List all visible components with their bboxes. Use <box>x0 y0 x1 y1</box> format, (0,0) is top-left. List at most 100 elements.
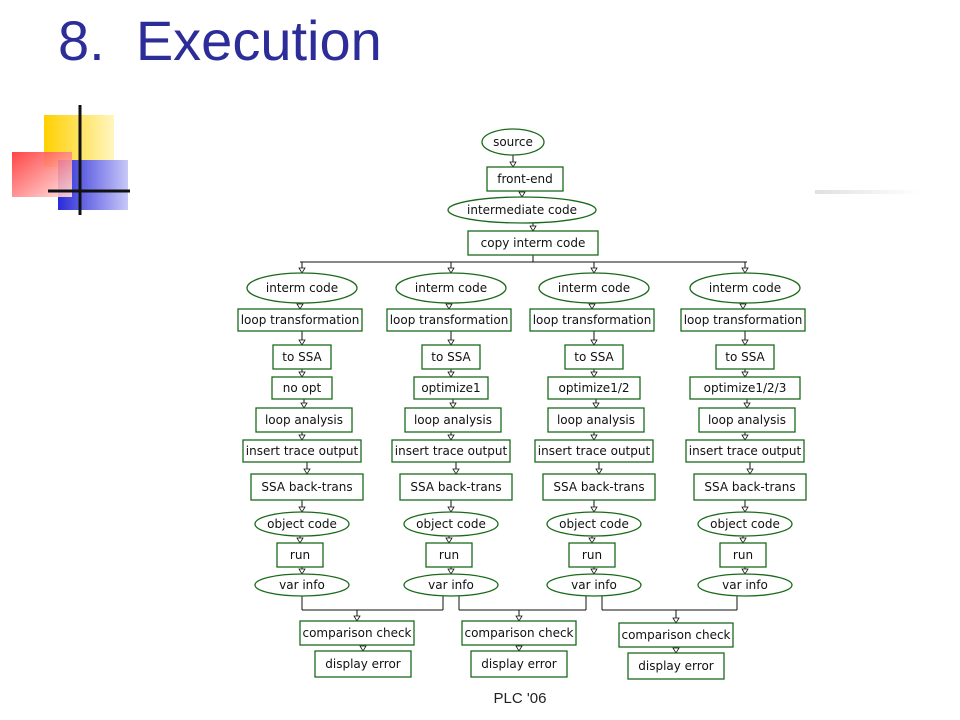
col4-node-var-info: var info <box>697 573 793 597</box>
col2-node-interm-code: interm code <box>395 272 507 304</box>
node-comparison-check-1: comparison check <box>299 620 415 646</box>
arrow-head <box>303 468 311 475</box>
col2-node-to-ssa: to SSA <box>421 344 481 370</box>
col1-node-no-opt-label: no opt <box>283 381 322 395</box>
col3-node-object-code: object code <box>546 511 642 537</box>
col2-node-loop-transformation-label: loop transformation <box>390 313 509 327</box>
col3-node-insert-trace-output: insert trace output <box>534 439 654 463</box>
col4-node-interm-code-label: interm code <box>709 281 781 295</box>
col2-node-interm-code-label: interm code <box>415 281 487 295</box>
col3-node-insert-trace-output-label: insert trace output <box>538 444 651 458</box>
arrow-head <box>447 434 455 441</box>
node-comparison-check-2: comparison check <box>461 620 577 646</box>
col3-node-ssa-back-trans-label: SSA back-trans <box>553 480 644 494</box>
node-display-error-3-label: display error <box>638 659 714 673</box>
col4-node-insert-trace-output: insert trace output <box>685 439 805 463</box>
arrow-head <box>447 339 455 346</box>
arrow-head <box>298 568 306 575</box>
node-source-label: source <box>493 135 533 149</box>
col1-node-var-info: var info <box>254 573 350 597</box>
arrow-head <box>298 506 306 513</box>
arrow-head <box>518 191 526 198</box>
col2-node-to-ssa-label: to SSA <box>431 350 471 364</box>
col3-node-run: run <box>568 542 616 568</box>
arrow-head <box>298 267 306 274</box>
arrow-head <box>445 303 453 310</box>
col1-node-to-ssa-label: to SSA <box>282 350 322 364</box>
node-intermediate-code-label: intermediate code <box>467 203 577 217</box>
col1-node-interm-code-label: interm code <box>266 281 338 295</box>
arrow-head <box>449 402 457 409</box>
col4-node-to-ssa: to SSA <box>715 344 775 370</box>
arrow-head <box>739 303 747 310</box>
col2-node-optimize1: optimize1 <box>413 376 489 400</box>
arrow-head <box>672 617 680 624</box>
arrow-head <box>445 537 453 544</box>
col1-node-no-opt: no opt <box>271 376 333 400</box>
node-display-error-1-label: display error <box>325 657 401 671</box>
col2-node-run-label: run <box>439 548 459 562</box>
col2-node-run: run <box>425 542 473 568</box>
arrow-head <box>588 537 596 544</box>
col4-node-to-ssa-label: to SSA <box>725 350 765 364</box>
col3-node-var-info: var info <box>546 573 642 597</box>
arrow-head <box>595 468 603 475</box>
arrow-head <box>592 402 600 409</box>
col4-node-var-info-label: var info <box>722 578 768 592</box>
col1-node-run-label: run <box>290 548 310 562</box>
slide-title: 8. Execution <box>58 9 382 72</box>
node-comparison-check-3-label: comparison check <box>621 628 730 642</box>
arrow-head <box>739 537 747 544</box>
arrow-head <box>741 371 749 378</box>
slide-footer: PLC '06 <box>493 690 547 707</box>
arrow-head <box>447 506 455 513</box>
node-comparison-check-2-label: comparison check <box>464 626 573 640</box>
arrow-head <box>746 468 754 475</box>
arrow-head <box>298 434 306 441</box>
arrow-head <box>529 225 537 232</box>
col4-node-interm-code: interm code <box>689 272 801 304</box>
arrow-head <box>447 371 455 378</box>
col1-node-loop-analysis: loop analysis <box>255 407 353 433</box>
arrow-head <box>741 568 749 575</box>
node-intermediate-code: intermediate code <box>447 196 597 224</box>
arrow-head <box>590 339 598 346</box>
flowchart-edges <box>296 155 754 654</box>
col2-node-loop-analysis: loop analysis <box>404 407 502 433</box>
arrow-head <box>298 339 306 346</box>
arrow-head <box>296 537 304 544</box>
col1-node-object-code-label: object code <box>267 517 337 531</box>
col2-node-ssa-back-trans: SSA back-trans <box>399 473 513 501</box>
node-display-error-2-label: display error <box>481 657 557 671</box>
col3-node-interm-code-label: interm code <box>558 281 630 295</box>
col2-node-insert-trace-output: insert trace output <box>391 439 511 463</box>
col1-node-insert-trace-output: insert trace output <box>242 439 362 463</box>
arrow-head <box>359 645 367 652</box>
col2-node-object-code: object code <box>403 511 499 537</box>
arrow-head <box>509 161 517 168</box>
col2-node-loop-transformation: loop transformation <box>386 308 512 332</box>
col2-node-optimize1-label: optimize1 <box>421 381 480 395</box>
node-copy-interm-code: copy interm code <box>467 230 599 256</box>
col3-node-to-ssa-label: to SSA <box>574 350 614 364</box>
arrow-head <box>741 434 749 441</box>
col3-node-var-info-label: var info <box>571 578 617 592</box>
col1-node-interm-code: interm code <box>246 272 358 304</box>
col1-node-loop-transformation-label: loop transformation <box>241 313 360 327</box>
node-display-error-1: display error <box>314 650 412 678</box>
arrow-head <box>741 506 749 513</box>
arrow-head <box>447 568 455 575</box>
col3-node-loop-analysis: loop analysis <box>547 407 645 433</box>
col4-node-loop-analysis: loop analysis <box>698 407 796 433</box>
arrow-head <box>515 645 523 652</box>
col4-node-run-label: run <box>733 548 753 562</box>
arrow-head <box>353 615 361 622</box>
col4-node-run: run <box>719 542 767 568</box>
arrow-head <box>741 339 749 346</box>
col1-node-ssa-back-trans-label: SSA back-trans <box>261 480 352 494</box>
col3-node-loop-analysis-label: loop analysis <box>557 413 635 427</box>
arrow-head <box>515 615 523 622</box>
col1-node-object-code: object code <box>254 511 350 537</box>
col3-node-ssa-back-trans: SSA back-trans <box>542 473 656 501</box>
